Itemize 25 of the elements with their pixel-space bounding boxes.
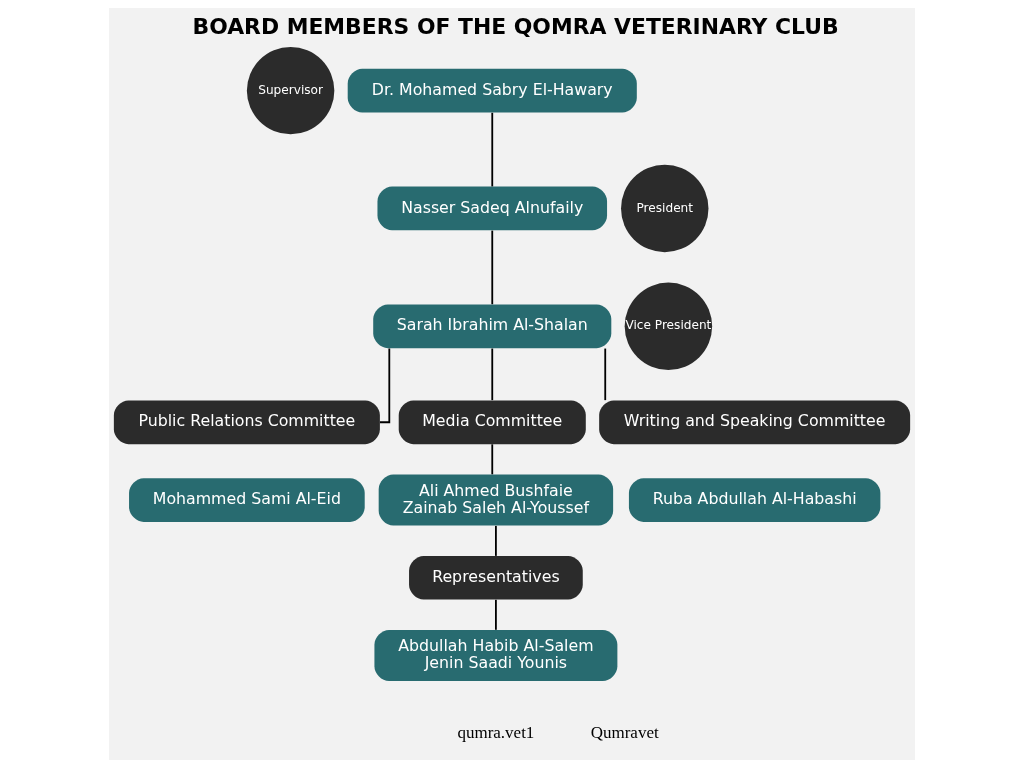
diagram-title: BOARD MEMBERS OF THE QOMRA VETERINARY CLUB <box>192 14 839 40</box>
node-box: Sarah Ibrahim Al-Shalan <box>373 304 612 349</box>
node-box: Media Committee <box>398 400 586 445</box>
connector <box>495 525 497 557</box>
node-box: Abdullah Habib Al-Salem Jenin Saadi Younis <box>374 630 618 681</box>
connector <box>604 347 607 402</box>
label: Qumravet <box>590 722 659 742</box>
node-circle: President <box>621 164 709 253</box>
node-box: Writing and Speaking Committee <box>599 400 911 445</box>
node-box: Ruba Abdullah Al-Habashi <box>628 478 881 522</box>
node-box: Mohammed Sami Al-Eid <box>129 478 365 522</box>
node-box: Ali Ahmed Bushfaie Zainab Saleh Al-Youssef <box>378 474 614 526</box>
node-circle: Vice President <box>624 282 713 371</box>
node-box: Public Relations Committee <box>113 400 380 445</box>
label: qumra.vet1 <box>457 722 535 742</box>
connector <box>495 598 497 631</box>
connector <box>491 443 494 476</box>
node-box: Representatives <box>409 555 583 600</box>
node-box: Dr. Mohamed Sabry El-Hawary <box>347 68 637 113</box>
connector <box>379 347 391 424</box>
connector <box>491 229 494 306</box>
connector <box>491 111 494 188</box>
node-box: Nasser Sadeq Alnufaily <box>377 186 608 231</box>
node-circle: Supervisor <box>246 46 335 135</box>
connector <box>491 347 494 402</box>
